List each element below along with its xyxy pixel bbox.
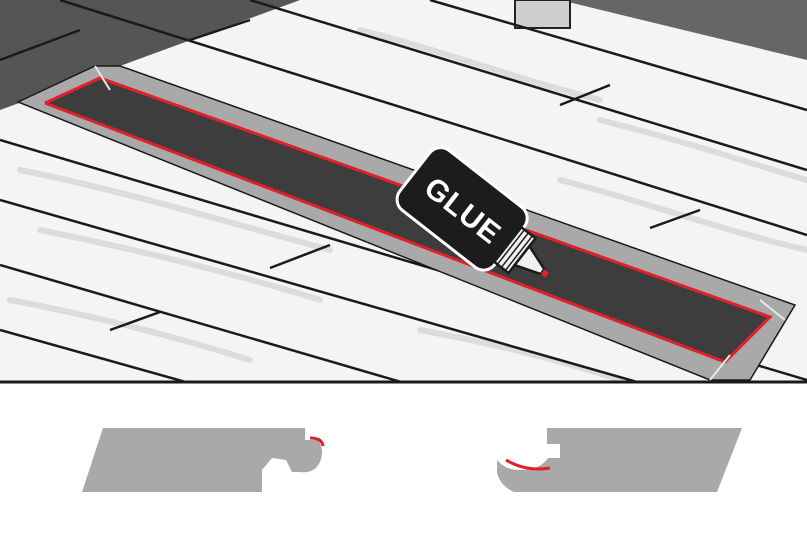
floor-scene: GLUE	[0, 0, 807, 470]
left-plank-shape	[82, 428, 322, 492]
plank-profile-groove-icon	[497, 428, 742, 492]
plank-profiles	[82, 428, 742, 492]
plank-profile-tongue-icon	[82, 428, 323, 492]
furniture-leg	[515, 0, 570, 28]
right-plank-shape	[497, 428, 742, 492]
